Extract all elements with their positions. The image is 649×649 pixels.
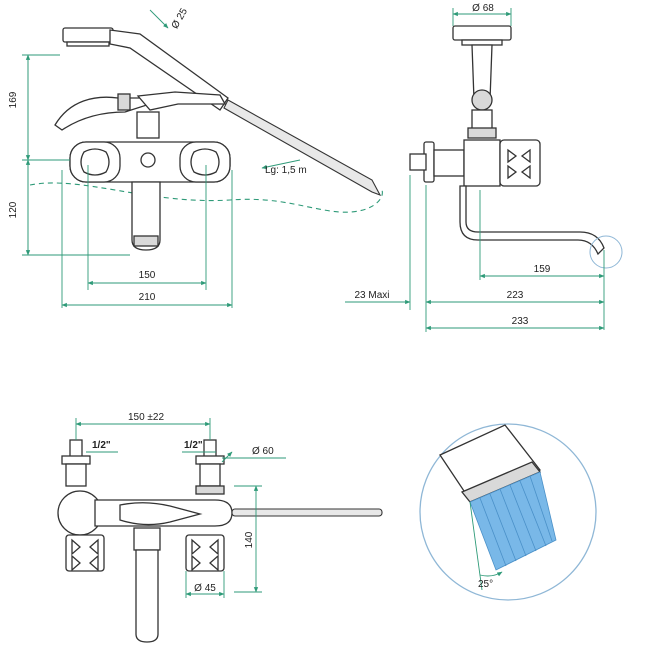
- bottom-left-handle-star-icon: [71, 538, 99, 572]
- right-inlet: [203, 439, 217, 459]
- bottom-spout: [135, 549, 159, 643]
- front-view: 169 120 150 210 Ø 25 Lg: 1,5 m: [8, 6, 383, 308]
- dim-wall-adjust: 23 Maxi: [354, 290, 389, 301]
- bottom-shower-arm: [119, 502, 203, 526]
- water-spray: [469, 471, 557, 571]
- bottom-right-handle-star-icon: [191, 538, 219, 572]
- center-cap: [140, 152, 156, 168]
- dim-spout-reach: 159: [534, 264, 551, 275]
- dim-handle: Ø 45: [194, 583, 216, 594]
- dim-centers: 150 ±22: [128, 412, 165, 423]
- bath-spout: [131, 181, 161, 251]
- aerator-detail-callout: [589, 235, 623, 269]
- dim-height-outlet: 120: [8, 201, 19, 218]
- spout-aerator: [133, 235, 159, 247]
- bottom-spout-collar: [133, 527, 161, 551]
- shower-holder: [136, 91, 227, 111]
- hand-shower: [62, 9, 229, 111]
- dim-height: 140: [244, 531, 255, 548]
- inlet-left-label: 1/2": [92, 440, 111, 451]
- side-view: Ø 68 159 23 Maxi 223 233: [345, 3, 623, 332]
- hose-path-curve: [29, 182, 383, 213]
- dim-escutcheon: Ø 60: [252, 446, 274, 457]
- dim-width-total: 210: [139, 292, 156, 303]
- bottom-view: 150 ±22 1/2" 1/2" Ø 60 140 Ø 45: [57, 412, 383, 643]
- detail-spout-end: [439, 424, 542, 501]
- dim-shower-head: Ø 68: [472, 3, 494, 14]
- side-spout: [459, 185, 605, 256]
- right-handle-star-icon: [190, 148, 220, 176]
- side-swivel: [471, 89, 493, 111]
- dim-depth-min: 223: [507, 290, 524, 301]
- dim-width-centers: 150: [139, 270, 156, 281]
- top-spout: [54, 96, 152, 131]
- side-shower-head: [452, 25, 512, 41]
- dim-depth-max: 233: [512, 316, 529, 327]
- diverter-stem: [136, 111, 160, 139]
- hose-length-label: Lg: 1,5 m: [265, 165, 307, 176]
- wall-connector: [409, 153, 427, 171]
- inlet-right-label: 1/2": [184, 440, 203, 451]
- bottom-hose: [231, 508, 383, 517]
- dim-hand-shower: Ø 25: [170, 6, 191, 31]
- left-inlet: [69, 439, 83, 459]
- spray-angle-label: 25°: [478, 579, 493, 590]
- spout-collar: [117, 93, 131, 111]
- shower-hose: [223, 99, 382, 197]
- aerator-detail: 25°: [419, 423, 597, 601]
- side-handle-star-icon: [507, 148, 531, 180]
- dim-height-total: 169: [8, 91, 19, 108]
- side-body: [463, 139, 501, 187]
- left-handle-star-icon: [80, 148, 110, 176]
- side-handle: [499, 139, 541, 187]
